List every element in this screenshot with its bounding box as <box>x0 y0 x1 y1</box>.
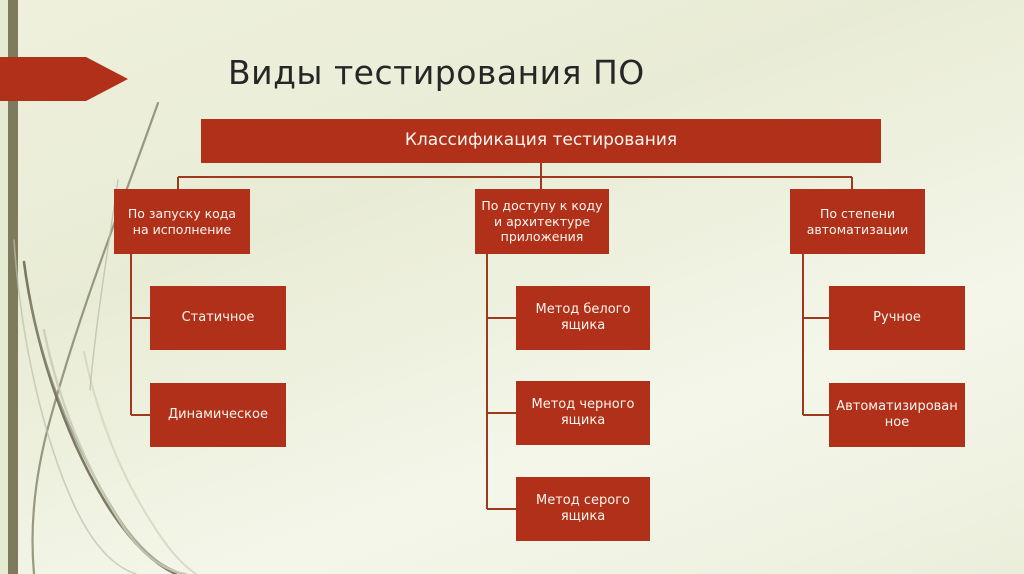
node-label: Метод белого ящика <box>535 301 631 333</box>
node-branch-3[interactable]: По степени автоматизации <box>790 189 925 254</box>
left-edge-fill <box>0 0 8 574</box>
node-root[interactable]: Классификация тестирования <box>201 119 881 163</box>
title-arrow-accent <box>0 57 128 101</box>
node-leaf-grey-box[interactable]: Метод серого ящика <box>516 477 650 541</box>
node-label: По запуску кода на исполнение <box>127 205 237 237</box>
node-leaf-white-box[interactable]: Метод белого ящика <box>516 286 650 350</box>
node-label: По степени автоматизации <box>806 205 909 237</box>
node-leaf-manual[interactable]: Ручное <box>829 286 965 350</box>
left-accent-bar <box>8 0 18 574</box>
node-label: Классификация тестирования <box>404 130 678 151</box>
node-leaf-black-box[interactable]: Метод черного ящика <box>516 381 650 445</box>
node-label: Метод черного ящика <box>531 396 635 428</box>
node-leaf-dynamic[interactable]: Динамическое <box>150 383 286 447</box>
node-label: Метод серого ящика <box>536 492 630 524</box>
node-branch-2[interactable]: По доступу к коду и архитектуре приложен… <box>475 189 609 254</box>
node-label: Автоматизирован ное <box>836 398 958 430</box>
node-label: По доступу к коду и архитектуре приложен… <box>481 198 603 245</box>
node-label: Ручное <box>873 309 921 325</box>
node-leaf-automated[interactable]: Автоматизирован ное <box>829 383 965 447</box>
node-branch-1[interactable]: По запуску кода на исполнение <box>114 189 250 254</box>
node-leaf-static[interactable]: Статичное <box>150 286 286 350</box>
page-title: Виды тестирования ПО <box>228 53 645 92</box>
node-label: Динамическое <box>168 406 268 422</box>
node-label: Статичное <box>181 309 255 325</box>
